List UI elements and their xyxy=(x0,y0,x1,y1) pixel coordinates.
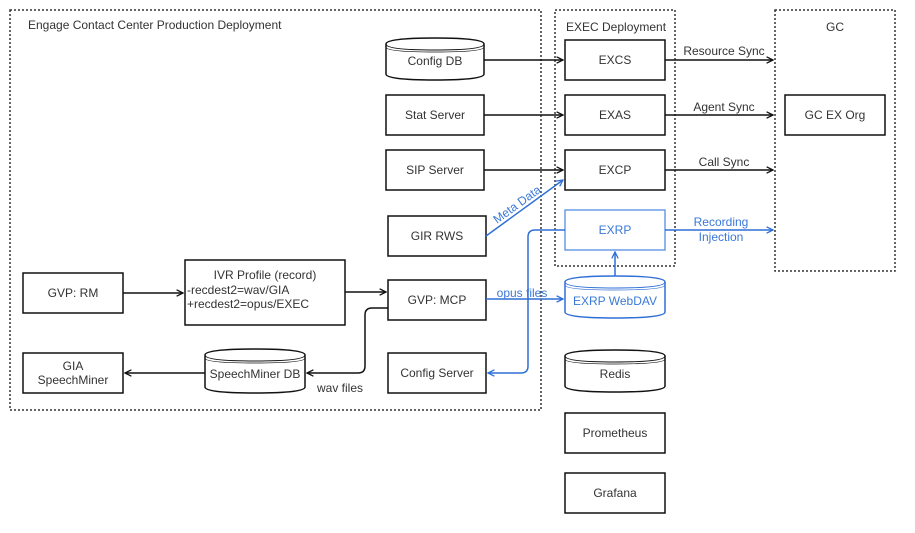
edge-label-agent-sync: Agent Sync xyxy=(693,100,754,114)
node-excp-label: EXCP xyxy=(599,163,632,177)
node-ivr-profile[interactable]: IVR Profile (record) -recdest2=wav/GIA +… xyxy=(184,259,346,326)
group-exec-label: EXEC Deployment xyxy=(566,20,667,34)
node-sip-server-label: SIP Server xyxy=(406,163,464,177)
group-gc-label: GC xyxy=(826,20,844,34)
edge-label-recording: Recording xyxy=(694,215,749,229)
edge-exrp-configserver xyxy=(488,229,565,373)
gia-speechminer-line-1: GIA xyxy=(63,359,84,373)
group-engage: Engage Contact Center Production Deploym… xyxy=(9,9,542,411)
node-exas-label: EXAS xyxy=(599,108,631,122)
node-exrp-webdav-label: EXRP WebDAV xyxy=(573,294,657,308)
node-gir-rws[interactable]: GIR RWS xyxy=(387,215,487,257)
node-gir-rws-label: GIR RWS xyxy=(411,229,463,243)
ivr-profile-title: IVR Profile (record) xyxy=(214,268,317,282)
edge-label-wav-files: wav files xyxy=(316,381,363,395)
node-gvp-rm[interactable]: GVP: RM xyxy=(22,272,124,314)
edge-gir-excp xyxy=(485,180,563,237)
edge-label-injection: Injection xyxy=(699,230,744,244)
node-redis[interactable]: Redis xyxy=(564,349,666,393)
node-gvp-mcp-label: GVP: MCP xyxy=(408,293,467,307)
ivr-profile-line-1: -recdest2=wav/GIA xyxy=(187,283,289,297)
node-stat-server-label: Stat Server xyxy=(405,108,465,122)
node-gvp-mcp[interactable]: GVP: MCP xyxy=(387,279,487,321)
node-exrp-webdav[interactable]: EXRP WebDAV xyxy=(564,275,666,319)
node-excs-label: EXCS xyxy=(599,53,632,67)
node-exas[interactable]: EXAS xyxy=(564,94,666,136)
node-config-db-label: Config DB xyxy=(408,54,463,68)
node-speechminer-db-label: SpeechMiner DB xyxy=(210,367,301,381)
node-grafana-label: Grafana xyxy=(593,486,637,500)
group-gc: GC xyxy=(774,9,896,272)
node-gvp-rm-label: GVP: RM xyxy=(48,286,99,300)
node-gia-speechminer[interactable]: GIA SpeechMiner xyxy=(22,352,124,394)
gia-speechminer-line-2: SpeechMiner xyxy=(38,373,109,387)
node-speechminer-db[interactable]: SpeechMiner DB xyxy=(204,348,306,394)
node-prometheus[interactable]: Prometheus xyxy=(564,412,666,454)
node-config-db[interactable]: Config DB xyxy=(385,37,485,81)
node-exrp[interactable]: EXRP xyxy=(564,209,666,251)
node-prometheus-label: Prometheus xyxy=(583,426,648,440)
node-config-server[interactable]: Config Server xyxy=(387,352,487,394)
node-sip-server[interactable]: SIP Server xyxy=(385,149,485,191)
node-grafana[interactable]: Grafana xyxy=(564,472,666,514)
edge-label-resource-sync: Resource Sync xyxy=(683,44,764,58)
group-engage-label: Engage Contact Center Production Deploym… xyxy=(28,18,282,32)
node-config-server-label: Config Server xyxy=(400,366,473,380)
node-gc-ex-org-label: GC EX Org xyxy=(805,108,866,122)
ivr-profile-line-2: +recdest2=opus/EXEC xyxy=(187,297,309,311)
edge-label-opus-files: opus files xyxy=(497,286,548,300)
node-excp[interactable]: EXCP xyxy=(564,149,666,191)
edge-label-call-sync: Call Sync xyxy=(699,155,750,169)
node-gc-ex-org[interactable]: GC EX Org xyxy=(784,94,886,136)
node-stat-server[interactable]: Stat Server xyxy=(385,94,485,136)
edge-mcp-speechminerdb xyxy=(307,307,388,373)
node-exrp-label: EXRP xyxy=(599,223,632,237)
node-redis-label: Redis xyxy=(600,367,631,381)
edge-label-meta-data: Meta Data xyxy=(491,182,544,226)
node-excs[interactable]: EXCS xyxy=(564,39,666,81)
